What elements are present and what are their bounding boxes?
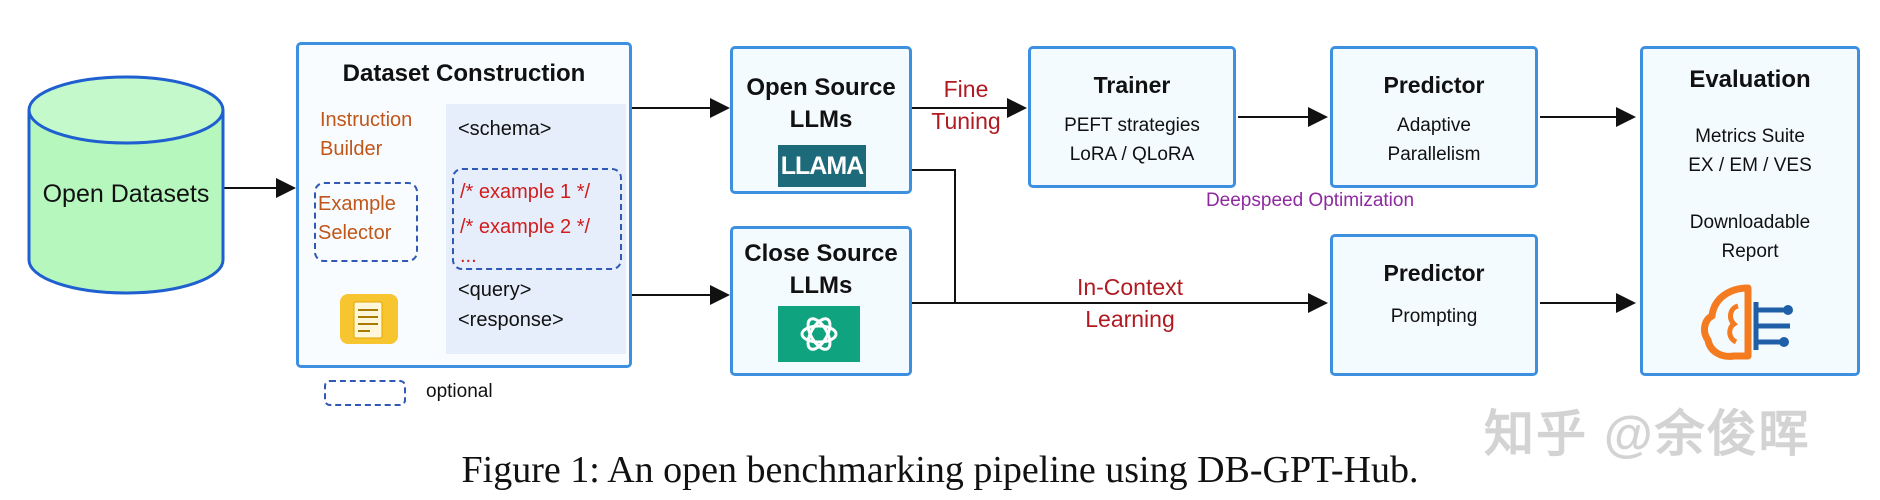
predictor-top-line-1: Adaptive <box>1397 115 1471 136</box>
query-token: <query> <box>458 279 532 301</box>
example-ellipsis: ... <box>460 245 477 267</box>
evaluation-line-4: Report <box>1721 241 1779 262</box>
instruction-builder-label-2: Builder <box>320 138 383 160</box>
watermark: 知乎 @余俊晖 <box>1484 406 1811 462</box>
trainer-title: Trainer <box>1093 72 1171 98</box>
fine-tuning-label-1: Fine <box>943 76 989 102</box>
evaluation-line-2: EX / EM / VES <box>1688 155 1812 176</box>
fine-tuning-label-2: Tuning <box>931 108 1001 134</box>
in-context-label-1: In-Context <box>1076 274 1184 300</box>
instruction-builder-label-1: Instruction <box>320 109 413 131</box>
open-source-llms-title-2: LLMs <box>789 106 853 133</box>
close-source-llms-title-2: LLMs <box>789 272 853 299</box>
response-token: <response> <box>458 309 564 331</box>
deepspeed-label: Deepspeed Optimization <box>1205 190 1415 211</box>
close-source-llms-box <box>730 226 912 376</box>
legend-optional-label: optional <box>426 381 493 402</box>
evaluation-line-1: Metrics Suite <box>1695 126 1805 147</box>
document-icon <box>340 294 398 344</box>
predictor-bottom-title: Predictor <box>1383 260 1485 286</box>
legend-dashed-box <box>324 380 406 406</box>
trainer-line-1: PEFT strategies <box>1064 115 1200 136</box>
open-source-llms-box <box>730 46 912 194</box>
examples-dashed-box <box>452 168 622 270</box>
open-datasets-label: Open Datasets <box>42 180 210 208</box>
example-1-token: /* example 1 */ <box>460 181 591 203</box>
example-selector-label-2: Selector <box>318 222 392 244</box>
trainer-box <box>1028 46 1236 188</box>
llama-logo: LLAMA 2 <box>778 145 866 222</box>
connector-open-llms-to-icl <box>912 169 956 303</box>
predictor-bottom-line-1: Prompting <box>1390 306 1478 327</box>
predictor-top-box <box>1330 46 1538 188</box>
predictor-top-line-2: Parallelism <box>1387 144 1481 165</box>
open-datasets-cylinder <box>27 75 225 295</box>
evaluation-title: Evaluation <box>1689 66 1811 93</box>
example-selector-dashed-box <box>314 182 418 262</box>
open-source-llms-title-1: Open Source <box>746 74 896 101</box>
example-selector-label-1: Example <box>318 193 396 215</box>
trainer-line-2: LoRA / QLoRA <box>1069 144 1195 165</box>
close-source-llms-title-1: Close Source <box>744 240 898 267</box>
predictor-bottom-box <box>1330 234 1538 376</box>
schema-token: <schema> <box>458 118 552 140</box>
openai-logo <box>778 306 860 362</box>
example-2-token: /* example 2 */ <box>460 216 591 238</box>
figure-caption: Figure 1: An open benchmarking pipeline … <box>461 449 1419 491</box>
dataset-construction-title: Dataset Construction <box>342 60 586 87</box>
in-context-label-2: Learning <box>1085 306 1175 332</box>
predictor-top-title: Predictor <box>1383 72 1485 98</box>
prompt-template-panel <box>446 104 626 354</box>
evaluation-line-3: Downloadable <box>1689 212 1811 233</box>
brain-circuit-icon <box>1701 284 1793 360</box>
